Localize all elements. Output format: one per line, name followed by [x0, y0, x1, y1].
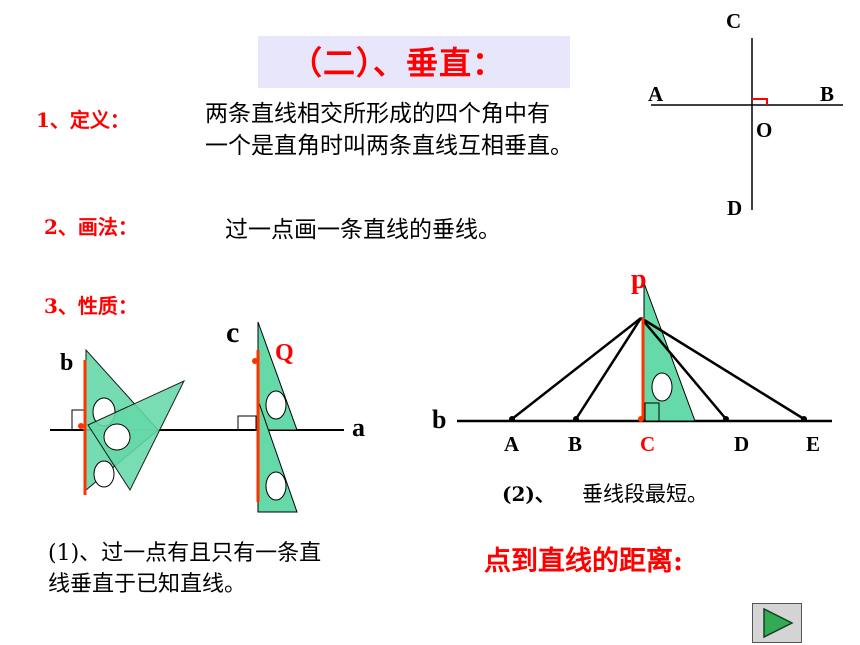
label-o: O: [756, 118, 773, 142]
point-c: [638, 416, 644, 422]
point-b: [573, 416, 579, 422]
right-angle-mark-3: [644, 402, 660, 422]
segment-pe: [640, 316, 805, 421]
segment-pd: [640, 317, 727, 420]
segment-pa: [511, 317, 642, 420]
top-perpendicular-diagram: [651, 38, 843, 210]
drawing-text: 过一点画一条直线的垂线。: [225, 217, 501, 243]
label-b-fig1: b: [60, 350, 74, 376]
play-icon-triangle: [763, 607, 794, 639]
distance-heading: 点到直线的距离:: [484, 546, 683, 577]
label-q: Q: [275, 340, 294, 366]
figure-1: [50, 321, 344, 513]
label-a-fig1: a: [352, 413, 365, 442]
label-p: p: [631, 264, 647, 295]
point-e: [801, 416, 807, 422]
slide-title: （二）、垂直：: [290, 44, 506, 82]
label-b-top: B: [820, 82, 835, 106]
label-point-d: D: [734, 432, 750, 456]
set-square-2: [87, 379, 186, 492]
segment-pb: [574, 317, 643, 420]
fig2-caption-prefix: (2)、: [502, 482, 555, 506]
right-angle-mark: [752, 98, 768, 105]
set-square-2-hole: [103, 423, 131, 451]
title-background: [258, 36, 570, 88]
set-square-5-hole: [651, 372, 673, 402]
label-c-fig1: c: [226, 316, 240, 349]
play-button[interactable]: [752, 603, 802, 643]
label-point-c: C: [640, 432, 656, 456]
property-label: 3、性质：: [44, 294, 138, 318]
fig2-caption: 垂线段最短。: [582, 482, 708, 506]
label-c-top: C: [726, 9, 742, 33]
label-d-top: D: [727, 196, 743, 220]
point-d: [723, 416, 729, 422]
set-square-3-hole: [265, 390, 287, 420]
definition-line-2: 一个是直角时叫两条直线互相垂直。: [205, 133, 573, 159]
figure-2: [457, 282, 832, 423]
label-point-e: E: [806, 432, 821, 456]
drawing-label: 2、画法：: [44, 215, 138, 239]
fig1-caption-line-1: (1)、过一点有且只有一条直: [48, 541, 322, 566]
label-point-a: A: [504, 432, 520, 456]
right-angle-mark-2: [237, 415, 257, 431]
set-square-4-hole: [265, 471, 287, 501]
set-square-1-hole-2: [93, 460, 115, 488]
label-point-b: B: [568, 432, 583, 456]
play-icon: [763, 607, 794, 639]
definition-label: 1、定义：: [36, 108, 130, 132]
point-a: [509, 416, 515, 422]
point-on-a: [78, 423, 84, 429]
point-q: [252, 358, 258, 364]
fig1-caption-line-2: 线垂直于已知直线。: [48, 572, 247, 597]
label-b-fig2: b: [432, 405, 447, 434]
definition-line-1: 两条直线相交所形成的四个角中有: [205, 101, 550, 127]
label-a-top: A: [648, 82, 664, 106]
